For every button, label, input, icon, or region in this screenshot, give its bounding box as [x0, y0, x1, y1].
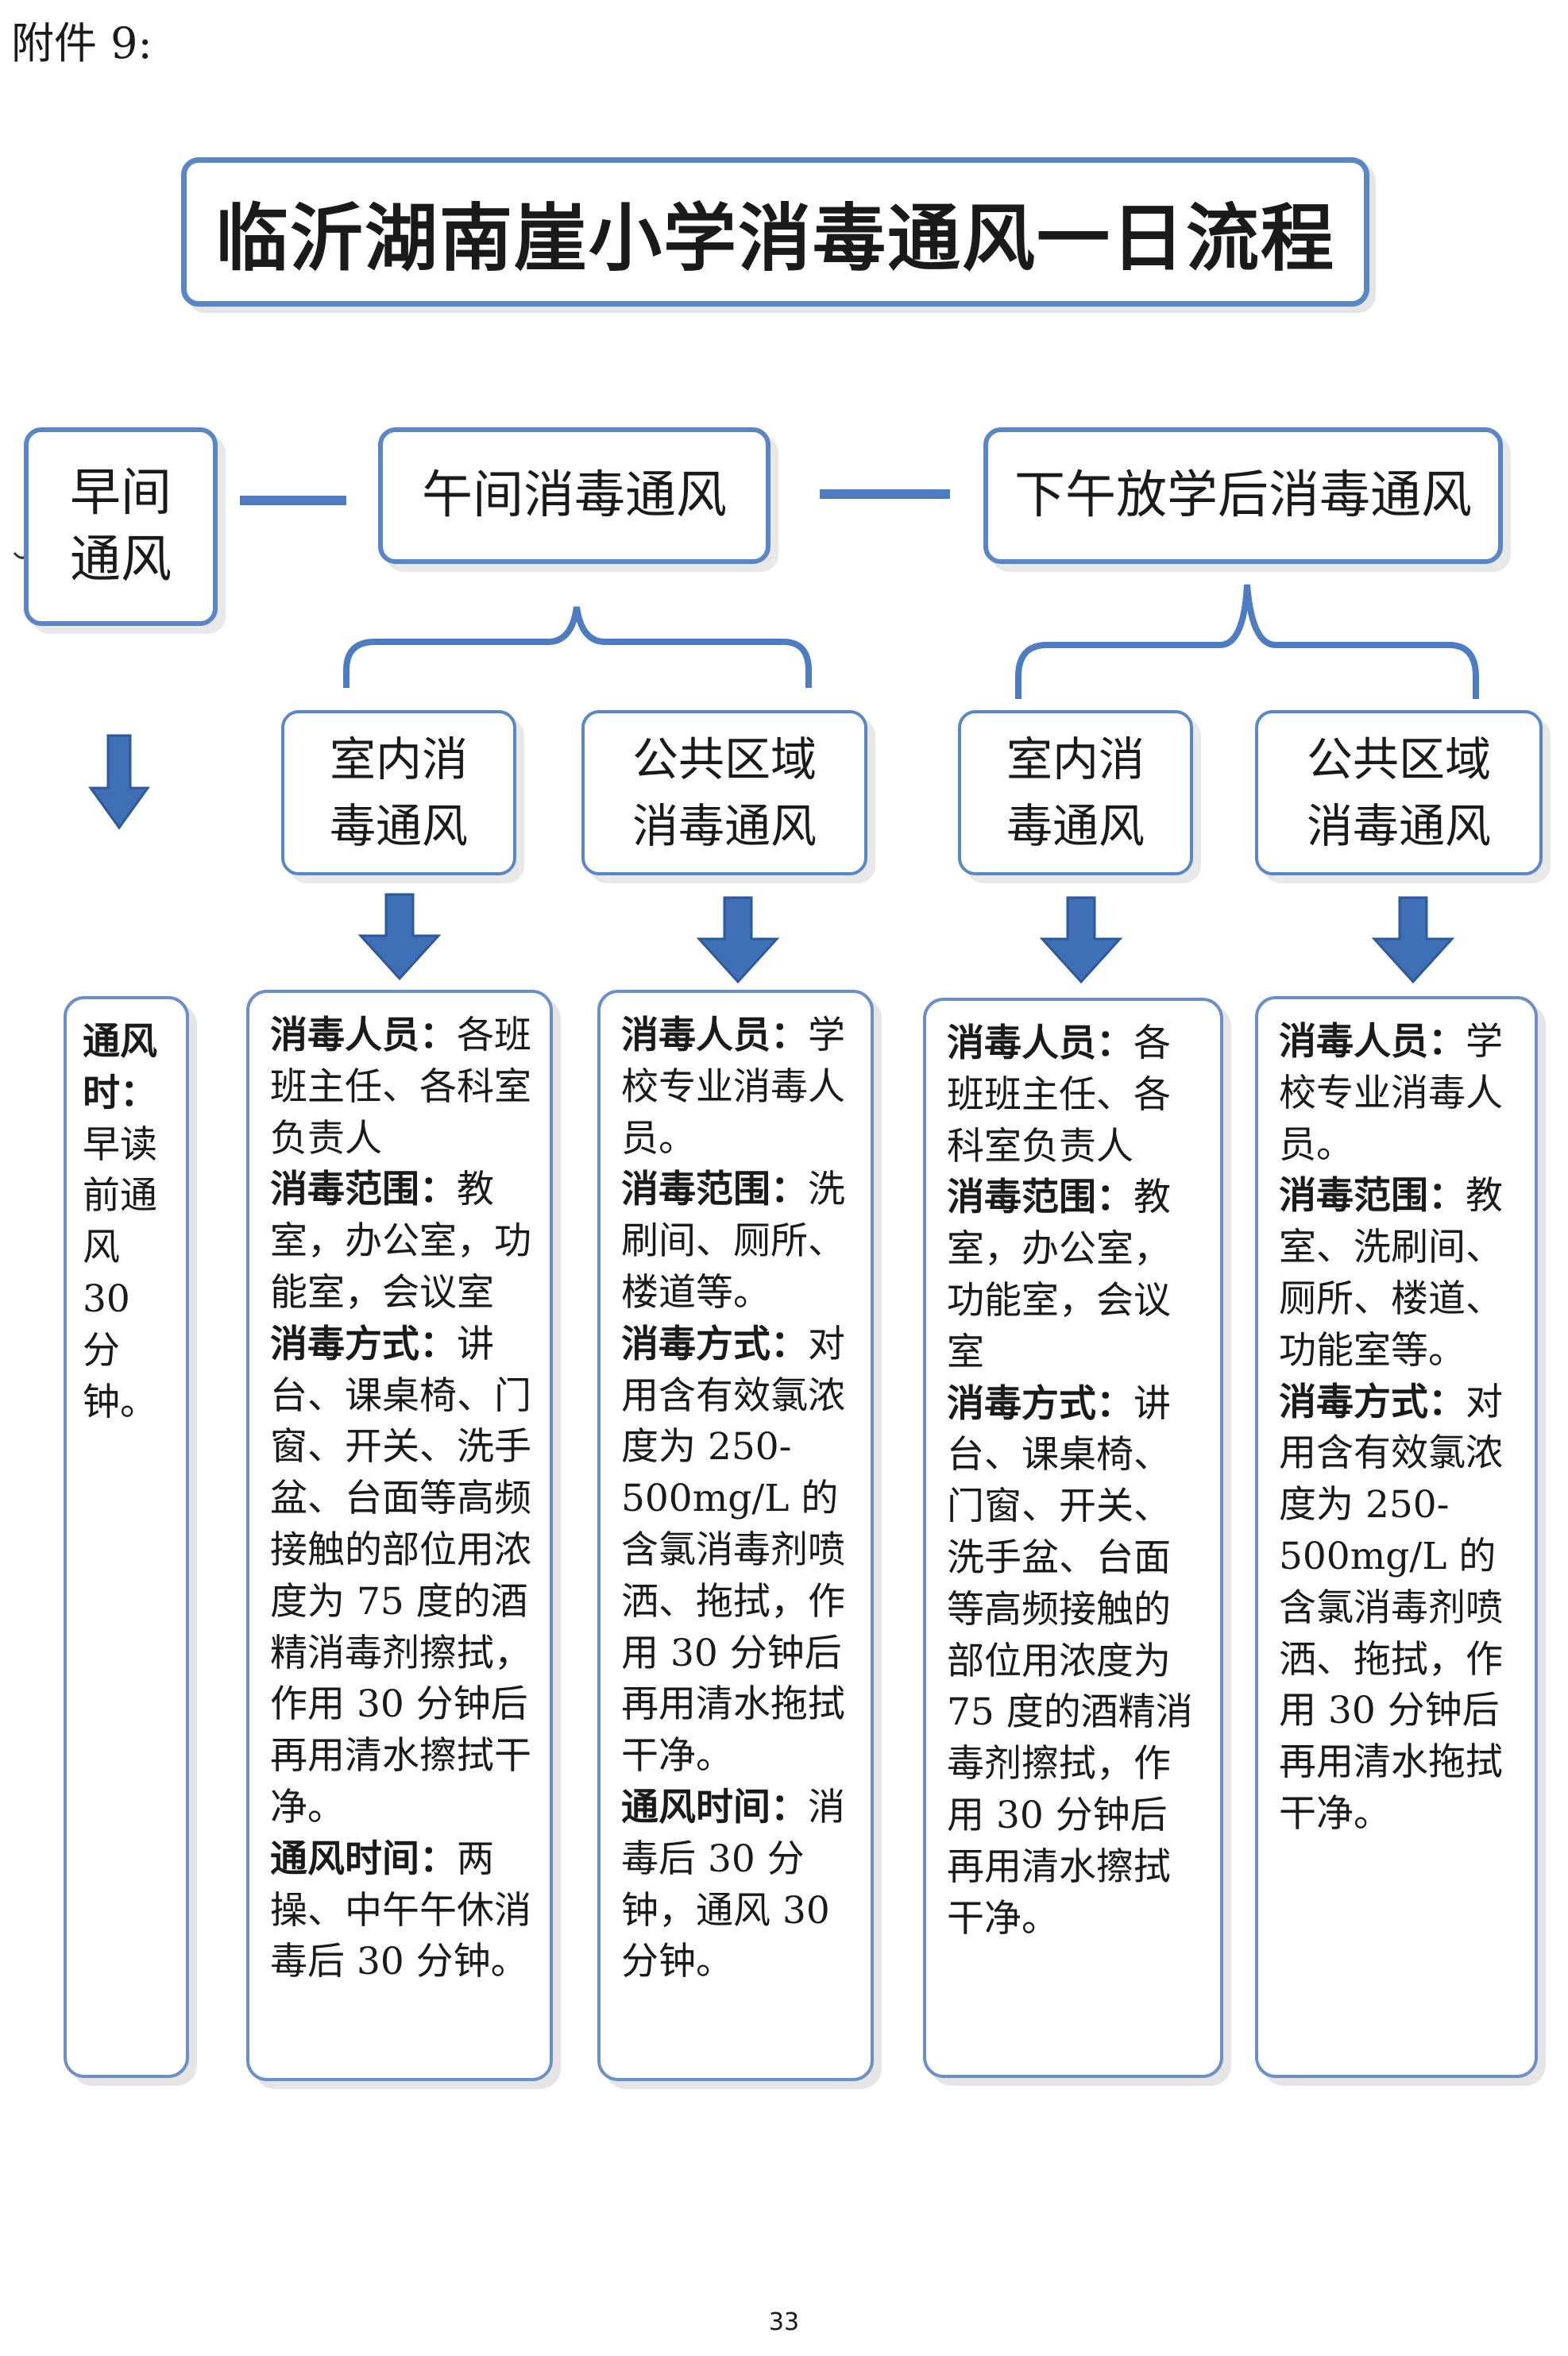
detail-para: 消毒方式：对用含有效氯浓度为 250-500mg/L 的含氯消毒剂喷洒、拖拭，作… — [1279, 1377, 1517, 1840]
node-text-line: 消毒通风 — [1306, 799, 1491, 853]
detail-text: 讲台、课桌椅、门窗、开关、洗手盆、台面等高频接触的部位用浓度为 75 度的酒精消… — [270, 1322, 531, 1829]
detail-text: 早读前通风 30 分钟。 — [83, 1122, 157, 1424]
detail-text: 学校专业消毒人员。 — [1279, 1020, 1503, 1167]
detail-text: 教室、洗刷间、厕所、楼道、功能室等。 — [1279, 1174, 1503, 1373]
detail-pm-public: 消毒人员：学校专业消毒人员。 消毒范围：教室、洗刷间、厕所、楼道、功能室等。 消… — [1255, 996, 1538, 2078]
node-text-line: 公共区域 — [1306, 732, 1491, 786]
attachment-label: 附件 9: — [11, 18, 153, 68]
detail-label: 消毒方式： — [947, 1381, 1134, 1426]
node-noon-public: 公共区域 消毒通风 — [581, 710, 867, 875]
detail-text: 两操、中午午休消毒后 30 分钟。 — [270, 1837, 531, 1984]
node-text-line: 通风 — [70, 531, 172, 589]
detail-para: 消毒人员：各班班主任、各科室负责人 — [270, 1010, 532, 1164]
detail-label: 消毒方式： — [621, 1322, 808, 1366]
detail-text: 教室，办公室，功能室，会议室 — [947, 1176, 1171, 1374]
node-text-line: 早间 — [70, 464, 172, 523]
detail-text: 讲台、课桌椅、门窗、开关、洗手盆、台面等高频接触的部位用浓度为 75 度的酒精消… — [947, 1381, 1193, 1941]
detail-para: 消毒范围：洗刷间、厕所、楼道等。 — [621, 1164, 853, 1319]
brace-noon — [343, 606, 812, 688]
detail-noon-public: 消毒人员：学校专业消毒人员。 消毒范围：洗刷间、厕所、楼道等。 消毒方式：对用含… — [597, 990, 874, 2081]
detail-para: 消毒方式：讲台、课桌椅、门窗、开关、洗手盆、台面等高频接触的部位用浓度为 75 … — [947, 1379, 1203, 1945]
node-noon-indoor: 室内消 毒通风 — [281, 710, 516, 875]
detail-para: 消毒人员：学校专业消毒人员。 — [1279, 1017, 1517, 1171]
detail-label: 消毒范围： — [621, 1168, 808, 1212]
node-afternoon-disinfection: 下午放学后消毒通风 — [983, 427, 1503, 564]
arrow-down-icon — [696, 896, 780, 984]
detail-text: 消毒后 30 分钟，通风 30 分钟。 — [621, 1785, 845, 1984]
detail-text: 各班班主任、各科室负责人 — [270, 1014, 531, 1161]
detail-para: 消毒范围：教室、洗刷间、厕所、楼道、功能室等。 — [1279, 1171, 1517, 1377]
detail-morning: 通风时：早读前通风 30 分钟。 — [64, 996, 189, 2078]
title-box: 临沂湖南崖小学消毒通风一日流程 — [181, 157, 1369, 307]
detail-label: 通风时： — [83, 1020, 157, 1115]
arrow-down-icon — [1371, 896, 1455, 984]
node-text-line: 消毒通风 — [631, 799, 817, 853]
detail-text: 洗刷间、厕所、楼道等。 — [621, 1168, 845, 1315]
detail-para: 消毒范围：教室，办公室，功能室，会议室 — [270, 1164, 532, 1319]
detail-label: 消毒人员： — [621, 1014, 808, 1057]
node-text: 午间消毒通风 — [422, 466, 727, 525]
page-title: 临沂湖南崖小学消毒通风一日流程 — [214, 195, 1335, 281]
detail-label: 通风时间： — [621, 1785, 808, 1829]
node-pm-indoor: 室内消 毒通风 — [958, 710, 1193, 875]
node-pm-public: 公共区域 消毒通风 — [1255, 710, 1543, 875]
brace-afternoon — [1015, 584, 1479, 699]
detail-text: 教室，办公室，功能室，会议室 — [270, 1168, 531, 1315]
detail-text: 对用含有效氯浓度为 250-500mg/L 的含氯消毒剂喷洒、拖拭，作用 30 … — [621, 1322, 845, 1779]
detail-para: 消毒人员：学校专业消毒人员。 — [621, 1010, 853, 1164]
detail-label: 消毒方式： — [1279, 1380, 1466, 1424]
node-text-line: 毒通风 — [329, 799, 468, 853]
arrow-down-icon — [357, 893, 442, 981]
detail-label: 消毒人员： — [1279, 1020, 1466, 1064]
detail-pm-indoor: 消毒人员：各班班主任、各科室负责人 消毒范围：教室，办公室，功能室，会议室 消毒… — [923, 998, 1223, 2078]
detail-text: 学校专业消毒人员。 — [621, 1014, 845, 1161]
detail-label: 通风时间： — [270, 1837, 457, 1881]
detail-para: 消毒方式：对用含有效氯浓度为 250-500mg/L 的含氯消毒剂喷洒、拖拭，作… — [621, 1319, 853, 1782]
arrow-down-icon — [88, 734, 150, 830]
detail-text: 各班班主任、各科室负责人 — [947, 1022, 1171, 1168]
detail-para: 通风时间：两操、中午午休消毒后 30 分钟。 — [270, 1834, 532, 1988]
detail-label: 消毒范围： — [1279, 1174, 1466, 1219]
detail-noon-indoor: 消毒人员：各班班主任、各科室负责人 消毒范围：教室，办公室，功能室，会议室 消毒… — [246, 990, 553, 2081]
detail-para: 消毒范围：教室，办公室，功能室，会议室 — [947, 1172, 1203, 1378]
node-morning-ventilation: 早间 通风 — [24, 427, 218, 626]
arrow-down-icon — [1039, 896, 1123, 984]
node-noon-disinfection: 午间消毒通风 — [378, 427, 770, 564]
detail-para: 通风时：早读前通风 30 分钟。 — [83, 1017, 176, 1428]
node-text-line: 室内消 — [329, 732, 468, 786]
detail-text: 对用含有效氯浓度为 250-500mg/L 的含氯消毒剂喷洒、拖拭，作用 30 … — [1279, 1380, 1503, 1836]
detail-para: 消毒人员：各班班主任、各科室负责人 — [947, 1018, 1203, 1172]
detail-para: 通风时间：消毒后 30 分钟，通风 30 分钟。 — [621, 1782, 853, 1988]
node-text: 下午放学后消毒通风 — [1014, 466, 1472, 525]
detail-label: 消毒范围： — [270, 1168, 457, 1212]
detail-label: 消毒方式： — [270, 1322, 457, 1366]
page-number: 33 — [768, 2308, 800, 2336]
detail-para: 消毒方式：讲台、课桌椅、门窗、开关、洗手盆、台面等高频接触的部位用浓度为 75 … — [270, 1319, 532, 1834]
detail-label: 消毒范围： — [947, 1176, 1134, 1220]
detail-label: 消毒人员： — [270, 1014, 457, 1057]
detail-label: 消毒人员： — [947, 1022, 1134, 1065]
node-text-line: 毒通风 — [1006, 799, 1145, 853]
node-text-line: 公共区域 — [631, 732, 817, 786]
node-text-line: 室内消 — [1006, 732, 1145, 786]
